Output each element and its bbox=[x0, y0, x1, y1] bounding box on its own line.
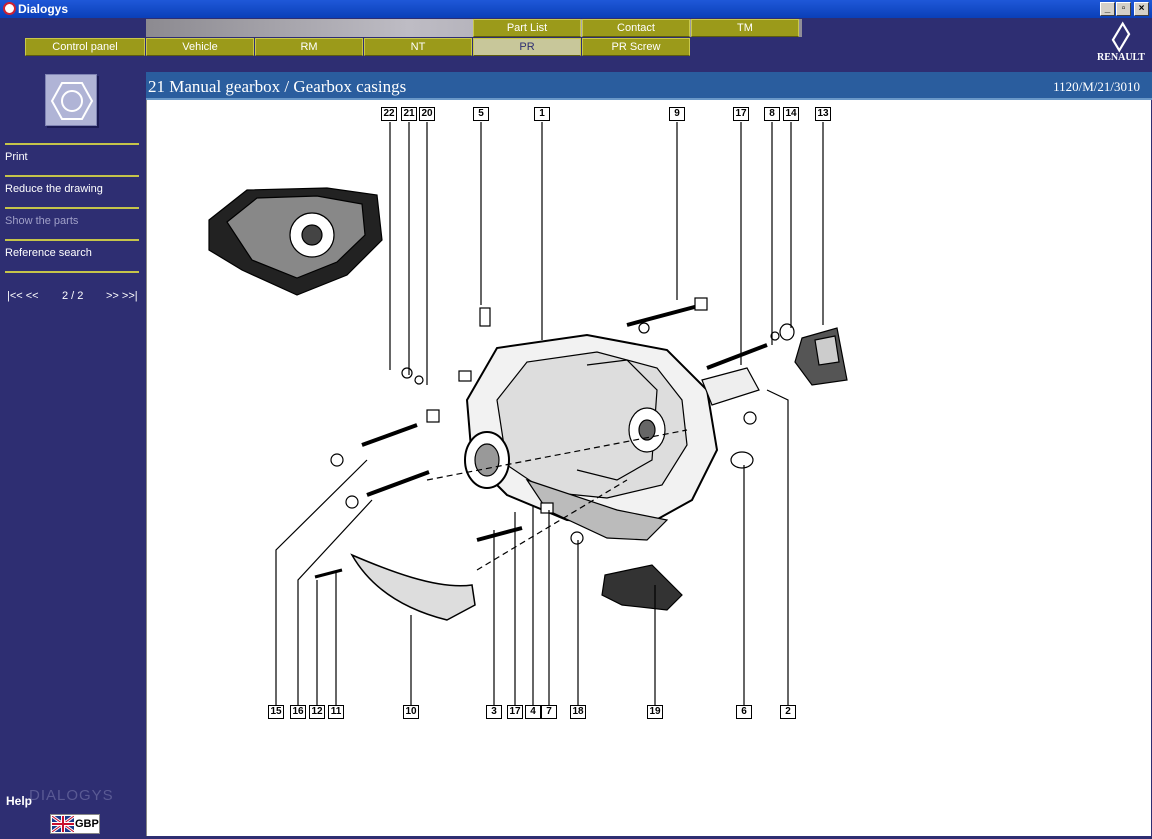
tab-tm[interactable]: TM bbox=[691, 19, 799, 37]
hex-nut-icon bbox=[45, 74, 97, 126]
sidebar: Print Reduce the drawing Show the parts … bbox=[0, 72, 146, 839]
callout-22[interactable]: 22 bbox=[381, 107, 397, 121]
show-parts-link: Show the parts bbox=[5, 207, 139, 227]
pager-page-indicator: 2 / 2 bbox=[62, 290, 84, 302]
tab-vehicle[interactable]: Vehicle bbox=[146, 38, 254, 56]
dialogys-watermark: DIALOGYS bbox=[29, 787, 114, 804]
pager-next-button[interactable]: >> >>| bbox=[106, 290, 138, 302]
tab-pr-screw[interactable]: PR Screw bbox=[582, 38, 690, 56]
callout-8[interactable]: 8 bbox=[764, 107, 780, 121]
close-button[interactable]: × bbox=[1134, 2, 1149, 16]
callout-4[interactable]: 4 bbox=[525, 705, 541, 719]
callout-2[interactable]: 2 bbox=[780, 705, 796, 719]
help-link[interactable]: Help bbox=[6, 794, 33, 808]
callout-11[interactable]: 11 bbox=[328, 705, 344, 719]
tab-rm[interactable]: RM bbox=[255, 38, 363, 56]
callout-18[interactable]: 18 bbox=[570, 705, 586, 719]
app-icon bbox=[3, 2, 16, 15]
callout-19[interactable]: 19 bbox=[647, 705, 663, 719]
callout-3[interactable]: 3 bbox=[486, 705, 502, 719]
callout-7[interactable]: 7 bbox=[541, 705, 557, 719]
callout-17-bottom[interactable]: 17 bbox=[507, 705, 523, 719]
content-heading: 21 Manual gearbox / Gearbox casings 1120… bbox=[146, 72, 1152, 100]
callout-9[interactable]: 9 bbox=[669, 107, 685, 121]
callout-13[interactable]: 13 bbox=[815, 107, 831, 121]
menu-divider bbox=[5, 271, 139, 273]
brand-label: RENAULT bbox=[1097, 52, 1145, 63]
minimize-button[interactable]: _ bbox=[1100, 2, 1115, 16]
tab-contact[interactable]: Contact bbox=[582, 19, 690, 37]
callout-20[interactable]: 20 bbox=[419, 107, 435, 121]
gearbox-drawing-icon bbox=[208, 122, 848, 706]
page-title: 21 Manual gearbox / Gearbox casings bbox=[148, 77, 407, 96]
callout-14[interactable]: 14 bbox=[783, 107, 799, 121]
tab-part-list[interactable]: Part List bbox=[473, 19, 581, 37]
callout-16[interactable]: 16 bbox=[290, 705, 306, 719]
renault-diamond-icon bbox=[1111, 21, 1131, 53]
print-link[interactable]: Print bbox=[5, 143, 139, 163]
tab-control-panel[interactable]: Control panel bbox=[25, 38, 145, 56]
currency-selector[interactable]: GBP bbox=[50, 814, 100, 834]
reduce-drawing-link[interactable]: Reduce the drawing bbox=[5, 175, 139, 195]
uk-flag-icon bbox=[51, 814, 75, 834]
window-title: Dialogys bbox=[18, 2, 69, 16]
pager-prev-button[interactable]: |<< << bbox=[7, 290, 39, 302]
exploded-drawing[interactable]: 22 21 20 5 1 9 17 8 14 13 15 16 12 11 10… bbox=[146, 100, 1151, 836]
tab-nt[interactable]: NT bbox=[364, 38, 472, 56]
renault-logo: RENAULT bbox=[1094, 21, 1148, 68]
window-titlebar: Dialogys _ ▫ × bbox=[0, 0, 1152, 18]
maximize-button[interactable]: ▫ bbox=[1116, 2, 1131, 16]
callout-17-top[interactable]: 17 bbox=[733, 107, 749, 121]
drawing-reference: 1120/M/21/3010 bbox=[1053, 79, 1140, 94]
tab-pr[interactable]: PR bbox=[473, 38, 581, 56]
callout-6[interactable]: 6 bbox=[736, 705, 752, 719]
callout-10[interactable]: 10 bbox=[403, 705, 419, 719]
callout-1[interactable]: 1 bbox=[534, 107, 550, 121]
reference-search-link[interactable]: Reference search bbox=[5, 239, 139, 259]
callout-15[interactable]: 15 bbox=[268, 705, 284, 719]
callout-12[interactable]: 12 bbox=[309, 705, 325, 719]
callout-21[interactable]: 21 bbox=[401, 107, 417, 121]
callout-5[interactable]: 5 bbox=[473, 107, 489, 121]
currency-label: GBP bbox=[75, 818, 99, 830]
